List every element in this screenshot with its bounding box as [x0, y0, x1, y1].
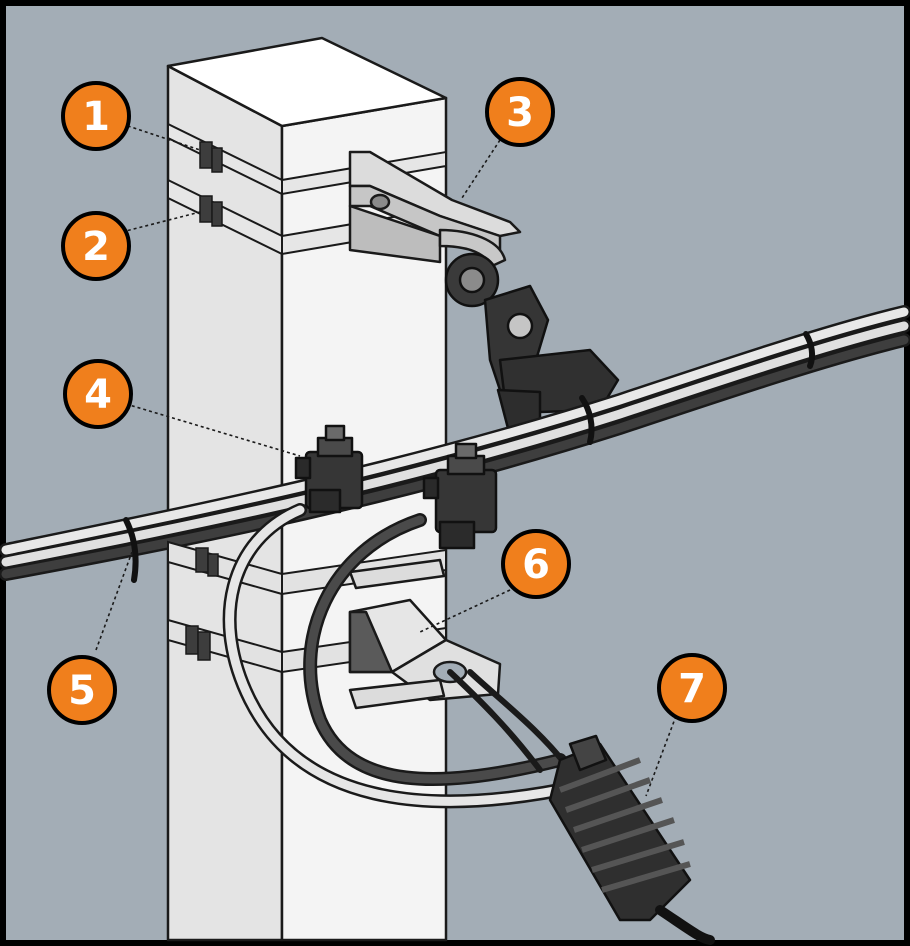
callout-label: 3	[506, 90, 534, 136]
suspension-clamp	[444, 252, 620, 438]
callout-badge-6: 6	[501, 529, 571, 599]
callout-badge-5: 5	[47, 655, 117, 725]
piercing-connector	[294, 424, 364, 514]
outgoing-wire	[655, 905, 715, 945]
callout-badge-7: 7	[657, 653, 727, 723]
cable-ties	[123, 331, 816, 583]
leader-line-4	[125, 403, 301, 457]
anchor-bracket	[348, 558, 502, 710]
leader-line-2	[121, 211, 201, 233]
cable-tie	[579, 395, 595, 445]
cable-tie	[803, 331, 816, 369]
tension-clamp	[548, 734, 692, 922]
callout-label: 6	[522, 542, 550, 588]
band-buckles-top	[199, 141, 223, 227]
callout-label: 7	[678, 666, 706, 712]
leader-lines	[95, 123, 677, 797]
suspension-bracket	[348, 150, 522, 268]
callout-badge-1: 1	[61, 81, 131, 151]
pole-top	[166, 36, 448, 128]
drop-wires	[222, 503, 587, 809]
callout-label: 5	[68, 668, 96, 714]
leader-line-7	[645, 715, 677, 797]
callout-badge-2: 2	[61, 211, 131, 281]
piercing-connector-2	[422, 442, 498, 550]
leader-line-1	[121, 123, 201, 151]
cable-tie	[123, 517, 139, 583]
callout-badge-3: 3	[485, 77, 555, 147]
callout-label: 1	[82, 94, 110, 140]
callout-badges: 1 2 3 4 5 6 7	[47, 77, 727, 725]
leader-line-6	[419, 589, 511, 633]
band-buckles-low	[185, 547, 219, 661]
callout-label: 4	[84, 372, 112, 418]
callout-badge-4: 4	[63, 359, 133, 429]
callout-label: 2	[82, 224, 110, 270]
